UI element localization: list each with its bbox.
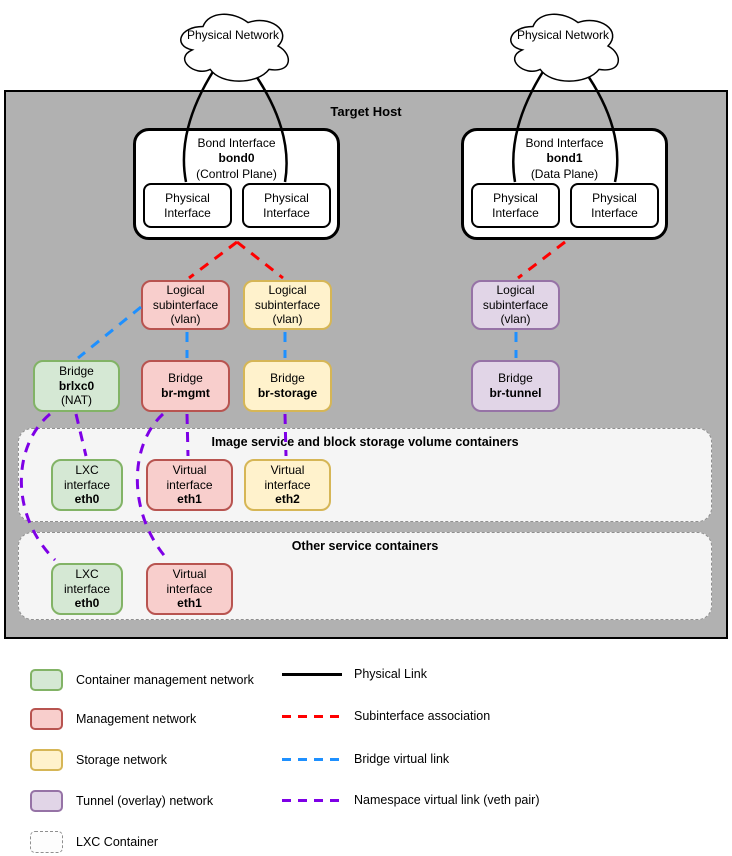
node-line: Bridge (168, 371, 203, 386)
legend-row-tunnel: Tunnel (overlay) network (30, 784, 213, 818)
node-line: eth1 (177, 492, 202, 507)
node-c1-lxc-interface-eth0: LXC interface eth0 (51, 459, 123, 511)
node-subinterface-mgmt: Logical subinterface (vlan) (141, 280, 230, 330)
cloud-label: Physical Network (186, 28, 280, 42)
node-bridge-brlxc0: Bridge brlxc0 (NAT) (33, 360, 120, 412)
node-line: interface (166, 581, 213, 596)
physical-network-cloud-right (510, 13, 619, 82)
legend-row-physical-link: Physical Link (282, 664, 427, 684)
legend-label: Physical Link (354, 666, 427, 681)
node-line: br-mgmt (161, 386, 210, 400)
container-group-title: Other service containers (291, 539, 439, 553)
bond1-header: Bond Interface bond1 (Data Plane) (464, 136, 665, 182)
node-line: eth1 (177, 596, 202, 611)
legend-line-dashed-purple (282, 798, 342, 802)
legend-swatch-green (30, 669, 63, 691)
target-host-title: Target Host (330, 104, 402, 119)
node-c2-virtual-interface-eth1: Virtual interface eth1 (146, 563, 233, 615)
node-line: (vlan) (272, 312, 303, 327)
node-line: (vlan) (170, 312, 201, 327)
legend-row-bridge-virtual-link: Bridge virtual link (282, 749, 449, 769)
node-bridge-br-mgmt: Bridge br-mgmt (141, 360, 230, 412)
legend-swatch-red (30, 708, 63, 730)
node-line: (vlan) (500, 312, 531, 327)
legend-row-container-management: Container management network (30, 663, 254, 697)
node-line: br-tunnel (489, 386, 542, 400)
legend-label: Subinterface association (354, 708, 491, 723)
bond-name: bond0 (218, 151, 255, 166)
legend-line-solid-black (282, 672, 342, 676)
node-line: Bridge (270, 371, 305, 386)
legend-label: Management network (76, 711, 197, 726)
legend-label: Bridge virtual link (354, 751, 450, 766)
bond1-box: Bond Interface bond1 (Data Plane) Physic… (461, 128, 668, 240)
node-bridge-br-tunnel: Bridge br-tunnel (471, 360, 560, 412)
legend-label: LXC Container (76, 834, 158, 849)
node-c1-virtual-interface-eth1: Virtual interface eth1 (146, 459, 233, 511)
node-c2-lxc-interface-eth0: LXC interface eth0 (51, 563, 123, 615)
bond1-physical-interface-left: Physical Interface (471, 183, 560, 228)
bond1-physical-interface-right: Physical Interface (570, 183, 659, 228)
node-line: subinterface (152, 297, 219, 312)
legend-label: Namespace virtual link (veth pair) (354, 792, 540, 807)
node-line: interface (63, 477, 111, 492)
container-group-title: Image service and block storage volume c… (211, 435, 519, 449)
node-line: interface (264, 477, 311, 492)
bond0-box: Bond Interface bond0 (Control Plane) Phy… (133, 128, 340, 240)
node-line: Logical (268, 283, 307, 298)
legend-line-dashed-red (282, 714, 342, 718)
node-line: Virtual (270, 463, 305, 478)
node-line: eth0 (74, 596, 100, 611)
legend-swatch-purple (30, 790, 63, 812)
cloud-label: Physical Network (516, 28, 610, 42)
node-line: eth0 (74, 492, 100, 507)
bond0-physical-interface-left: Physical Interface (143, 183, 232, 228)
legend-label: Tunnel (overlay) network (76, 793, 214, 808)
node-line: LXC (75, 463, 99, 478)
bond-plane: (Data Plane) (530, 166, 599, 181)
container-group-other-services: Other service containers LXC interface e… (18, 532, 712, 620)
legend-row-storage: Storage network (30, 743, 167, 777)
node-line: Virtual (172, 463, 207, 478)
node-line: Logical (496, 283, 535, 298)
node-line: LXC (75, 567, 99, 582)
node-line: subinterface (254, 297, 321, 312)
node-line: Bridge (498, 371, 533, 386)
legend-row-management: Management network (30, 702, 196, 736)
node-line: interface (63, 581, 111, 596)
legend-line-dashed-blue (282, 757, 342, 761)
legend-row-lxc-container: LXC Container (30, 825, 158, 856)
node-line: Logical (166, 283, 205, 298)
node-line: Bridge (59, 364, 94, 379)
legend-swatch-yellow (30, 749, 63, 771)
bond-kind: Bond Interface (525, 136, 604, 150)
legend-swatch-lxc-dashed (30, 831, 63, 853)
node-subinterface-tunnel: Logical subinterface (vlan) (471, 280, 560, 330)
bond-plane: (Control Plane) (196, 166, 277, 181)
bond0-header: Bond Interface bond0 (Control Plane) (136, 136, 337, 182)
node-line: subinterface (482, 297, 549, 312)
node-bridge-br-storage: Bridge br-storage (243, 360, 332, 412)
node-c1-virtual-interface-eth2: Virtual interface eth2 (244, 459, 331, 511)
node-line: brlxc0 (58, 378, 95, 393)
node-line: interface (166, 477, 213, 492)
node-line: (NAT) (60, 393, 93, 408)
container-group-image-block-storage: Image service and block storage volume c… (18, 428, 712, 522)
node-subinterface-storage: Logical subinterface (vlan) (243, 280, 332, 330)
node-line: Virtual (172, 567, 207, 582)
legend-row-namespace-virtual-link: Namespace virtual link (veth pair) (282, 790, 540, 810)
bond0-physical-interface-right: Physical Interface (242, 183, 331, 228)
bond-kind: Bond Interface (197, 136, 276, 150)
legend-label: Container management network (76, 672, 254, 687)
physical-network-cloud-left (180, 13, 289, 82)
legend-row-subinterface-association: Subinterface association (282, 706, 490, 726)
legend-label: Storage network (76, 752, 168, 767)
bond-name: bond1 (546, 151, 583, 166)
node-line: eth2 (275, 492, 300, 507)
node-line: br-storage (257, 386, 318, 400)
